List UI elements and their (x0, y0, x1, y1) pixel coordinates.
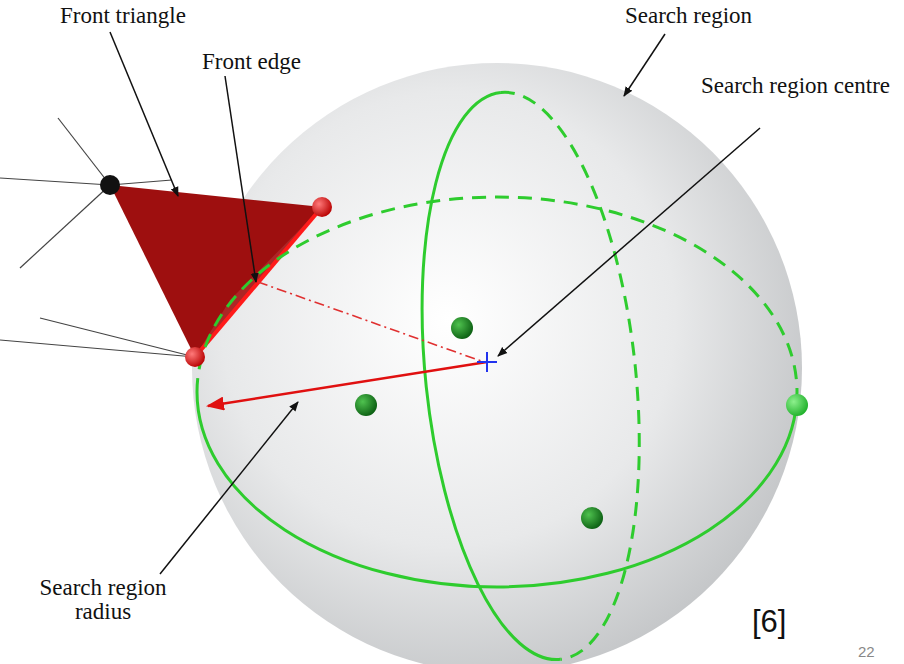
callout-label: 22 (858, 644, 875, 660)
callout-label: [6] (752, 606, 786, 639)
candidate-point (451, 317, 473, 339)
outside-point (786, 394, 808, 416)
edge-vertex (312, 197, 332, 217)
callout-label: Search region (625, 4, 752, 28)
candidate-point (581, 507, 603, 529)
meridian-front (396, 92, 560, 664)
callout-label: Search region radius (28, 576, 178, 624)
callout-label: Front triangle (60, 4, 186, 28)
triangle-vertex (100, 175, 120, 195)
leader-lines (110, 32, 760, 574)
equator-back (197, 197, 797, 392)
edge-vertex (185, 347, 205, 367)
meridian-back (501, 82, 665, 660)
edge-to-centre (258, 282, 484, 362)
radius-arrow (208, 362, 487, 406)
callout-label: Front edge (202, 50, 301, 74)
candidate-point (355, 394, 377, 416)
search-sphere (192, 63, 802, 664)
front-triangle (110, 185, 322, 357)
centre-cross (477, 352, 497, 372)
callout-label: Search region centre (700, 74, 890, 98)
equator-front (197, 392, 797, 587)
